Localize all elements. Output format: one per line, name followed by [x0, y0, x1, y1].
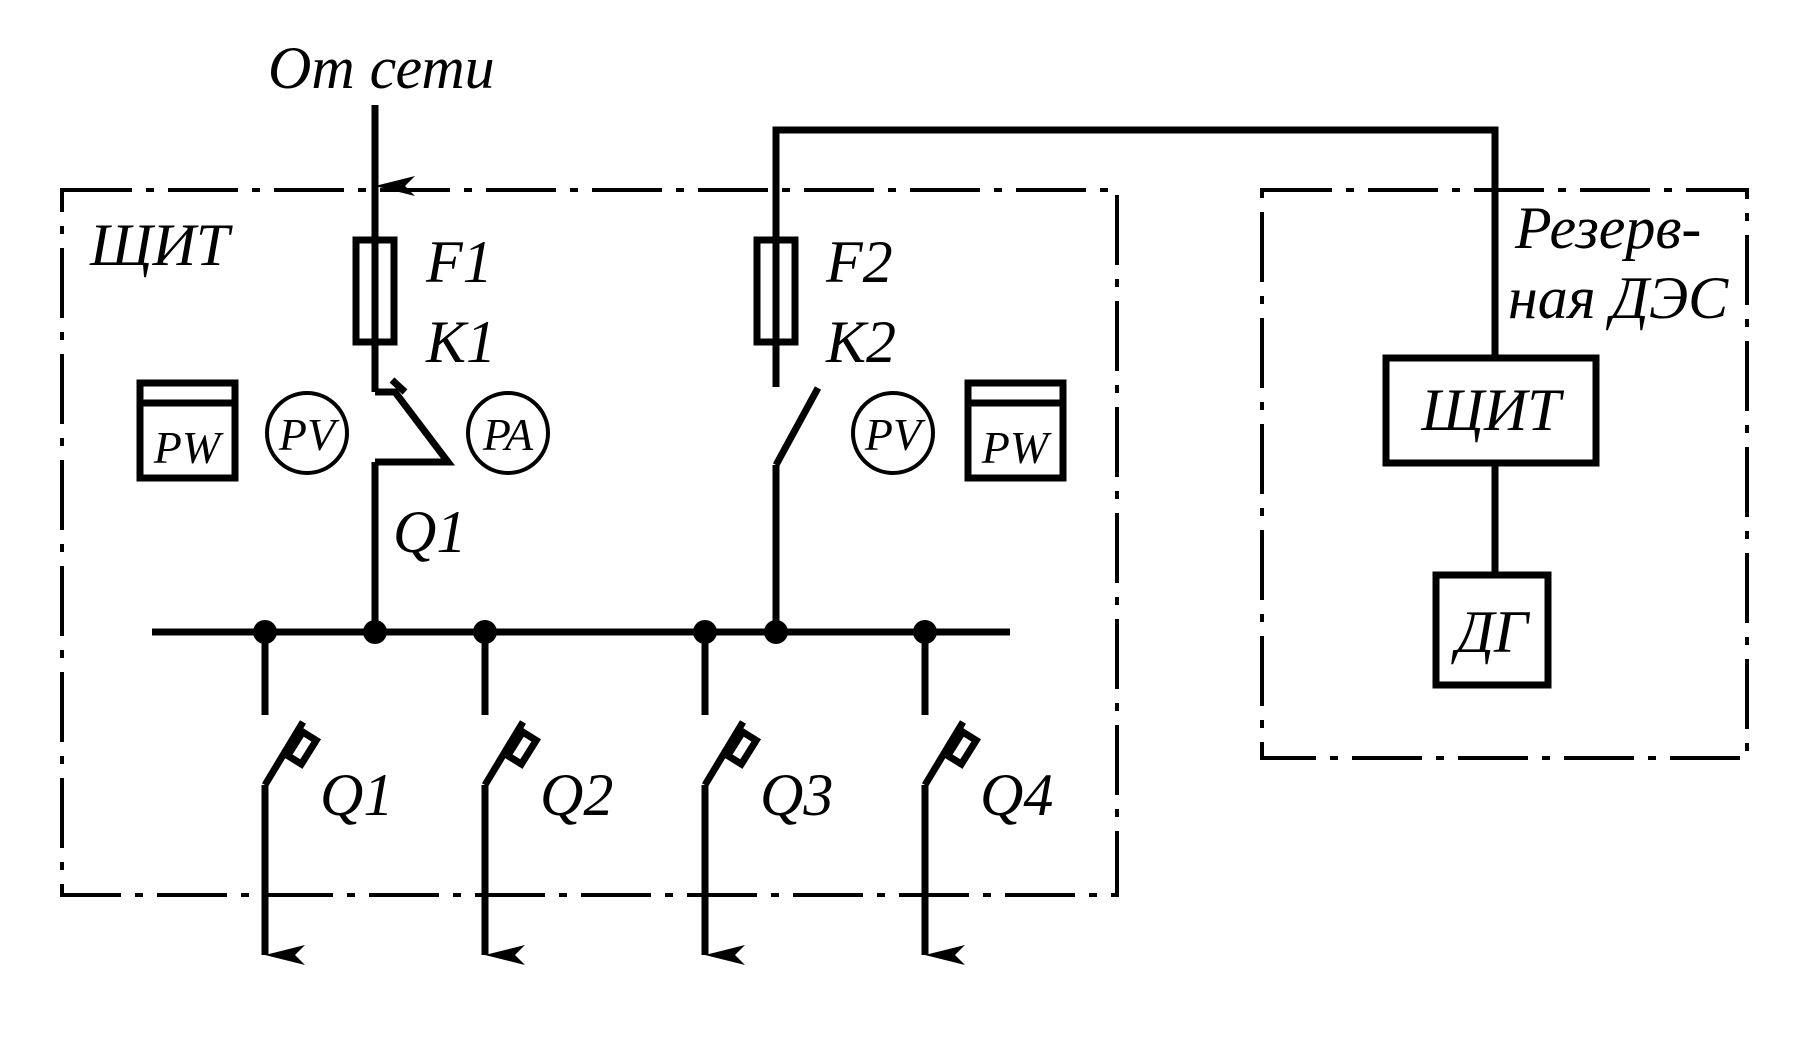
- feeder-breaker-q2: [481, 632, 542, 965]
- feeder-q1-label: Q1: [320, 762, 393, 828]
- from-grid-label: От сети: [268, 35, 495, 101]
- wattmeter-right-label: PW: [981, 422, 1052, 473]
- contactor-k2-contact: [772, 386, 822, 467]
- feeder-breaker-q3: [701, 632, 762, 965]
- main-panel-frame: [60, 188, 1119, 897]
- feeder-breaker-q1: [261, 632, 322, 965]
- feeder-q4-label: Q4: [980, 762, 1053, 828]
- fuse-f1-label: F1: [425, 229, 493, 295]
- reserve-feed-line: [772, 126, 1499, 358]
- voltmeter-left-label: PV: [278, 409, 340, 460]
- main-panel-label: ЩИТ: [89, 212, 233, 278]
- ammeter-label: PA: [482, 409, 534, 460]
- bus-node-reserve-feed: [764, 620, 788, 644]
- wattmeter-left-label: PW: [153, 422, 224, 473]
- contactor-k1-label: K1: [425, 309, 496, 375]
- main-breaker-q1-label: Q1: [393, 499, 466, 565]
- feeder-q3-label: Q3: [760, 762, 833, 828]
- reserve-panel-label: ЩИТ: [1420, 377, 1564, 443]
- feeder-breaker-q4: [921, 632, 982, 965]
- contactor-k1-head: [389, 377, 408, 395]
- fuse-f2-label: F2: [825, 229, 893, 295]
- wattmeter-left: PW: [136, 379, 239, 482]
- reserve-des-label-line1: Резерв-: [1514, 195, 1701, 261]
- contactor-k1-contact: [375, 388, 456, 466]
- feeder-q2-label: Q2: [540, 762, 613, 828]
- ammeter: PA: [466, 391, 550, 475]
- voltmeter-right-label: PV: [864, 409, 926, 460]
- bus-node-main-feed: [363, 620, 387, 644]
- contactor-k2-label: K2: [825, 309, 896, 375]
- reserve-des-label-line2: ная ДЭС: [1508, 265, 1729, 331]
- voltmeter-left: PV: [265, 391, 349, 475]
- diesel-generator-label: ДГ: [1451, 599, 1531, 665]
- voltmeter-right: PV: [851, 391, 935, 475]
- wattmeter-right: PW: [964, 379, 1067, 482]
- reserve-des-frame: [1260, 188, 1749, 760]
- reserve-panel-box: [1382, 354, 1600, 467]
- diesel-generator-box: [1432, 571, 1552, 689]
